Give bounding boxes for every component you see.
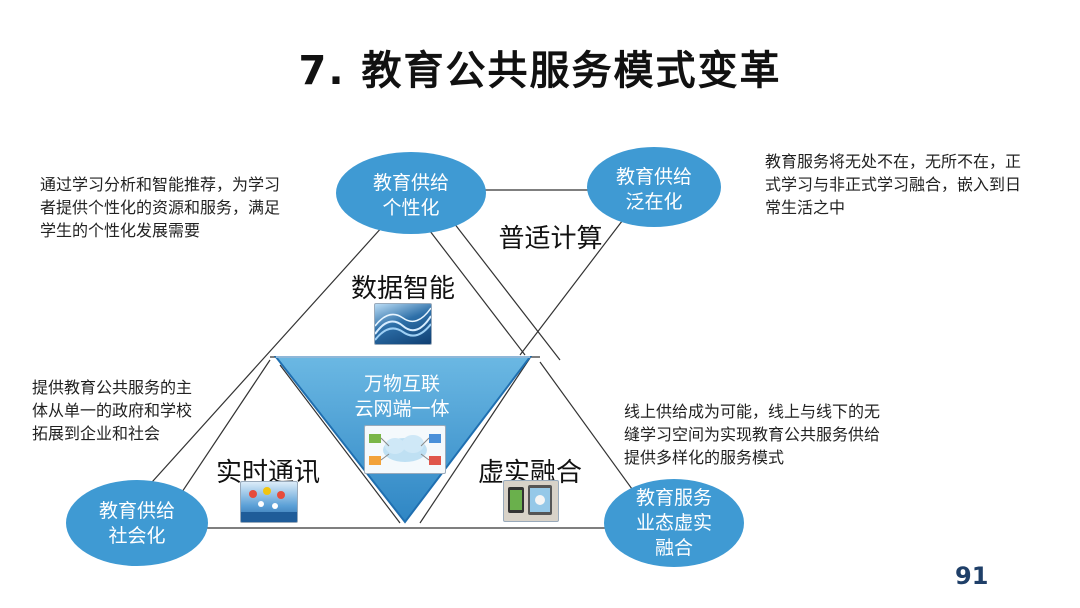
description-personalized: 通过学习分析和智能推荐，为学习 者提供个性化的资源和服务，满足 学生的个性化发展…	[40, 173, 330, 242]
node-virtual-real-label: 教育服务 业态虚实 融合	[609, 486, 739, 561]
description-socialized: 提供教育公共服务的主 体从单一的政府和学校 拓展到企业和社会	[32, 376, 252, 445]
node-ubiquitous-label: 教育供给 泛在化	[592, 165, 716, 215]
edge-label-data-intelligence: 数据智能	[343, 268, 463, 305]
data-intelligence-image	[374, 303, 432, 345]
edge-label-pervasive: 普适计算	[488, 218, 613, 255]
node-socialized-label: 教育供给 社会化	[72, 499, 202, 549]
page-number: 91	[955, 562, 988, 590]
virtual-real-image	[503, 480, 559, 522]
cloud-network-image	[364, 425, 446, 474]
description-virtual-real: 线上供给成为可能，线上与线下的无 缝学习空间为实现教育公共服务供给 提供多样化的…	[624, 400, 924, 469]
realtime-comm-image	[240, 481, 298, 523]
node-personalized-label: 教育供给 个性化	[346, 171, 476, 221]
description-ubiquitous: 教育服务将无处不在，无所不在，正 式学习与非正式学习融合，嵌入到日 常生活之中	[765, 150, 1065, 219]
center-label: 万物互联 云网端一体	[332, 372, 472, 422]
